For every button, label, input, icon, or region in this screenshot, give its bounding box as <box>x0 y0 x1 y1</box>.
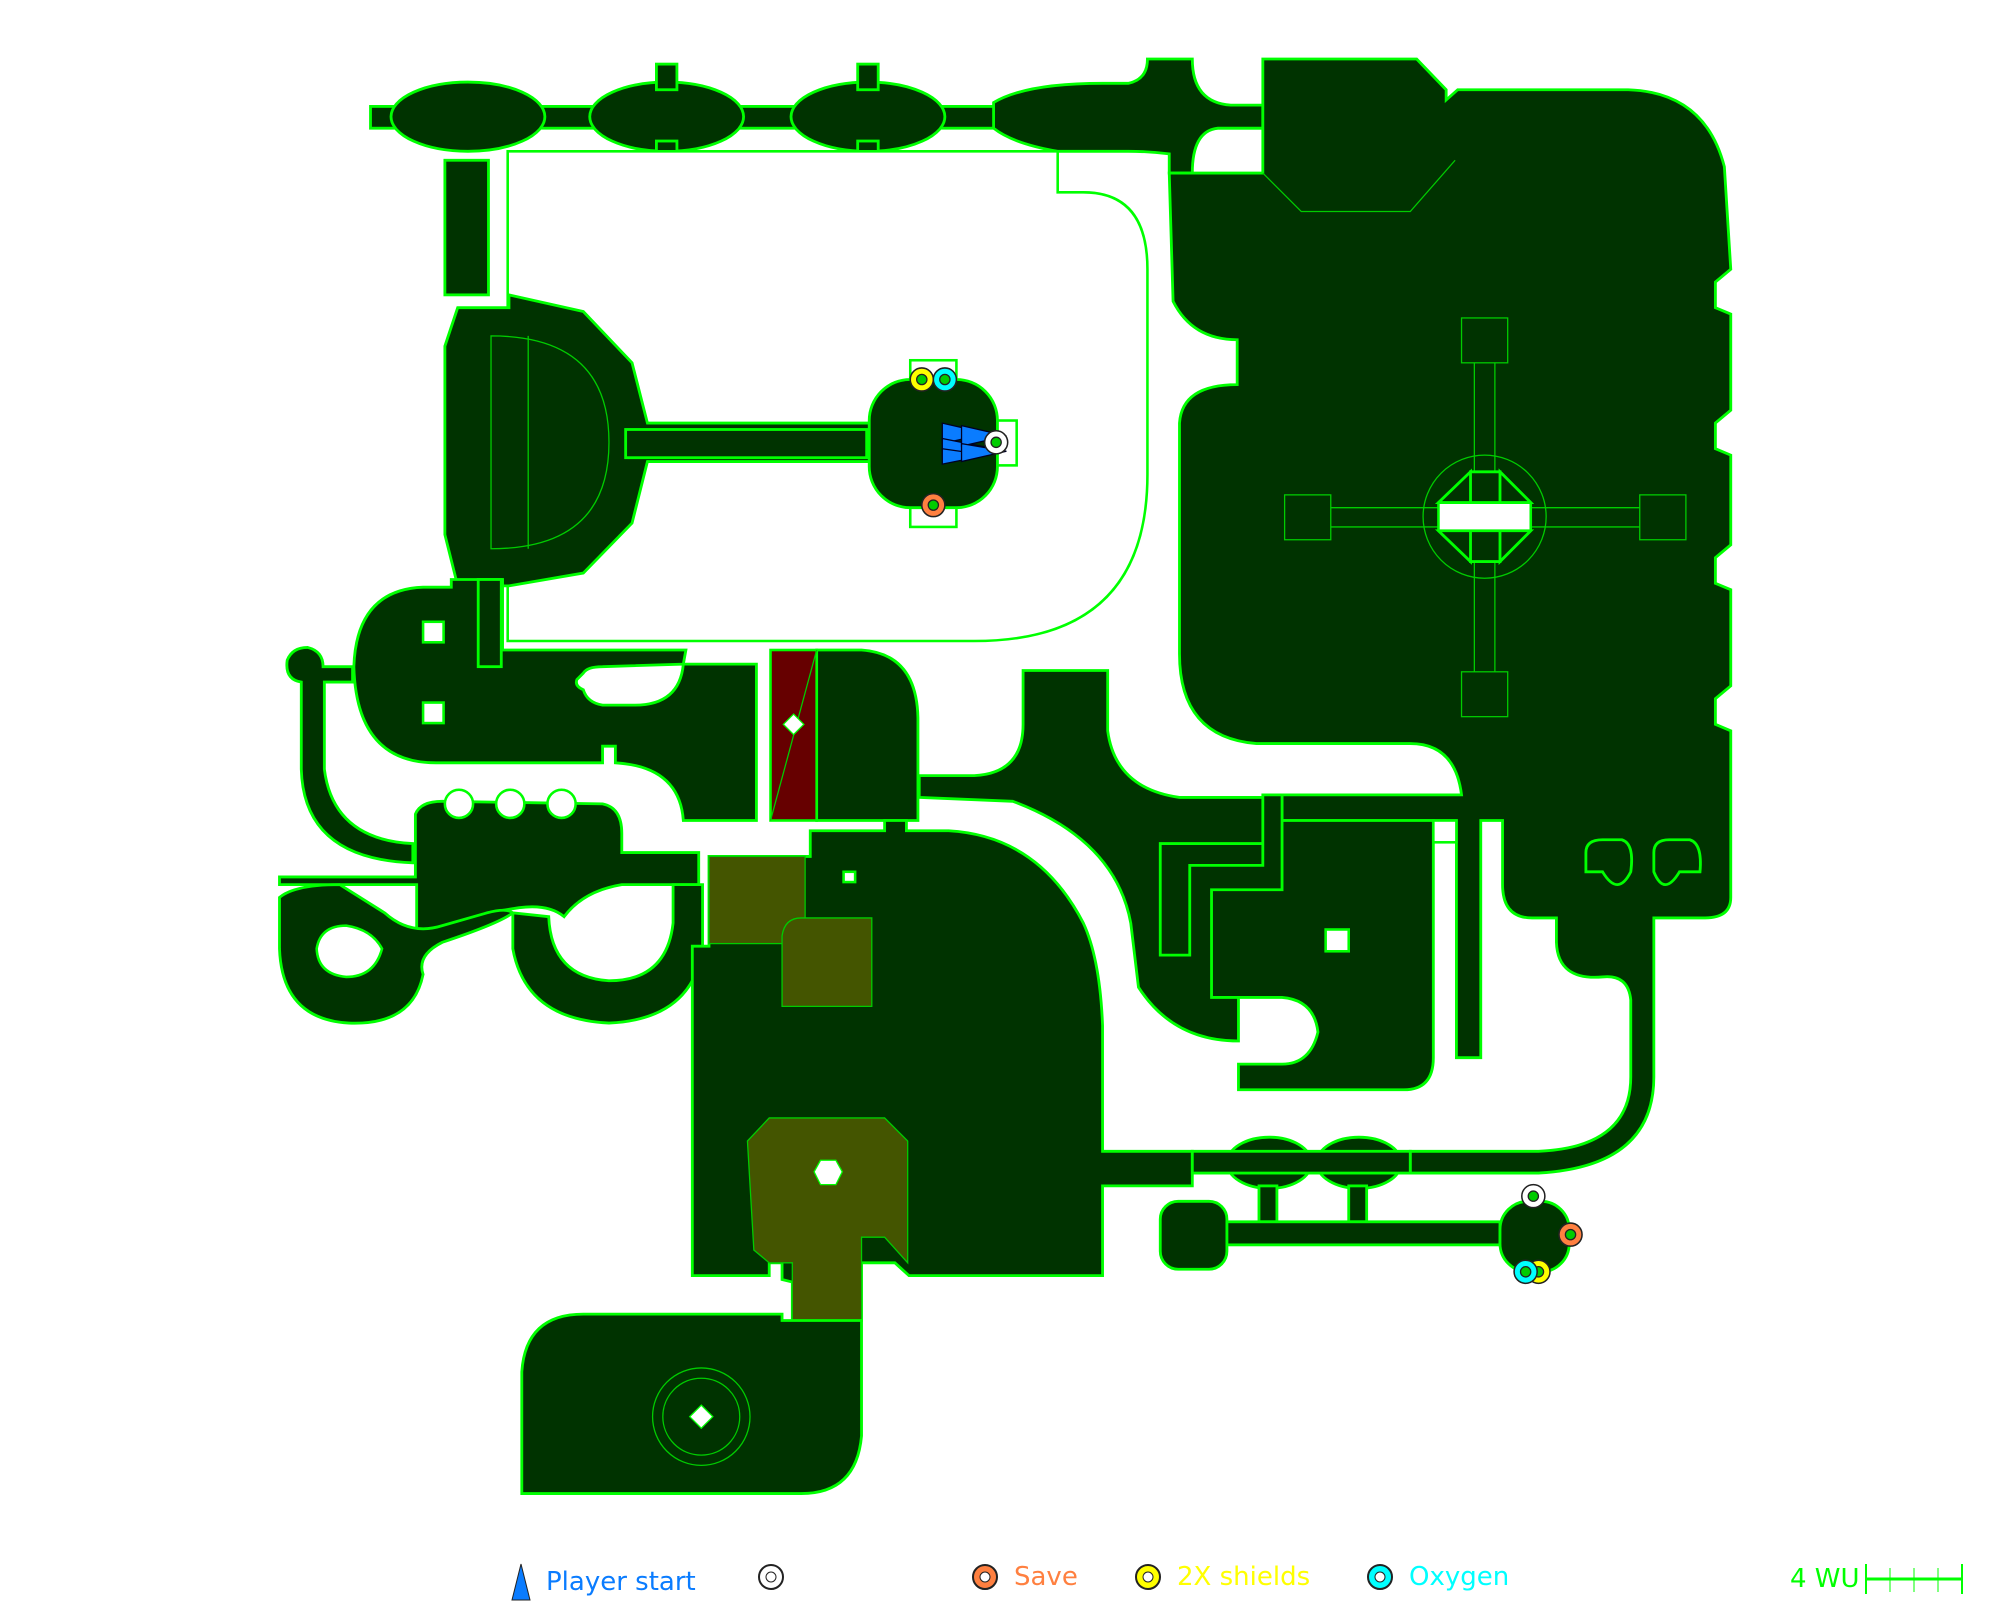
item-markers <box>909 367 1583 1285</box>
player-start-marker <box>941 422 1007 465</box>
oxygen-icon <box>1367 1564 1393 1590</box>
legend-player-start-label: Player start <box>546 1567 696 1597</box>
scale-bar-icon <box>1864 1564 1963 1594</box>
loop-road <box>506 150 1149 643</box>
legend-oxygen-label: Oxygen <box>1409 1562 1510 1592</box>
legend-shields-label: 2X shields <box>1177 1562 1311 1592</box>
teleporter-marker <box>983 430 1009 455</box>
shields-icon <box>1135 1564 1161 1590</box>
scale-label: 4 WU <box>1790 1564 1860 1594</box>
legend: Player start Save 2X shields Oxygen 4 WU <box>0 1562 2000 1602</box>
legend-shields: 2X shields <box>1133 1562 1310 1592</box>
legend-save-label: Save <box>1014 1562 1078 1592</box>
southwest-room <box>520 1312 863 1495</box>
oxygen-marker <box>1513 1259 1538 1285</box>
teleporter-marker <box>1521 1183 1546 1209</box>
player-start-icon <box>511 1563 531 1601</box>
oxygen-marker <box>932 367 958 392</box>
legend-oxygen: Oxygen <box>1365 1562 1509 1592</box>
southeast-corridor <box>1158 1135 1571 1274</box>
northeast-complex <box>1167 57 1733 1175</box>
legend-teleporter <box>756 1562 786 1592</box>
west-rooms <box>278 578 758 1025</box>
hazard-block <box>769 648 920 822</box>
east-middle-rooms <box>917 669 1458 1092</box>
west-dome-room <box>443 293 874 588</box>
legend-scale: 4 WU <box>1790 1562 1964 1596</box>
teleporter-icon <box>758 1564 784 1590</box>
2x-shields-marker <box>909 367 935 392</box>
save-marker <box>921 492 946 518</box>
legend-save: Save <box>970 1562 1078 1592</box>
save-icon <box>972 1564 998 1590</box>
legend-player-start: Player start <box>510 1562 696 1602</box>
central-hall <box>690 819 1194 1322</box>
save-marker <box>1558 1222 1583 1247</box>
